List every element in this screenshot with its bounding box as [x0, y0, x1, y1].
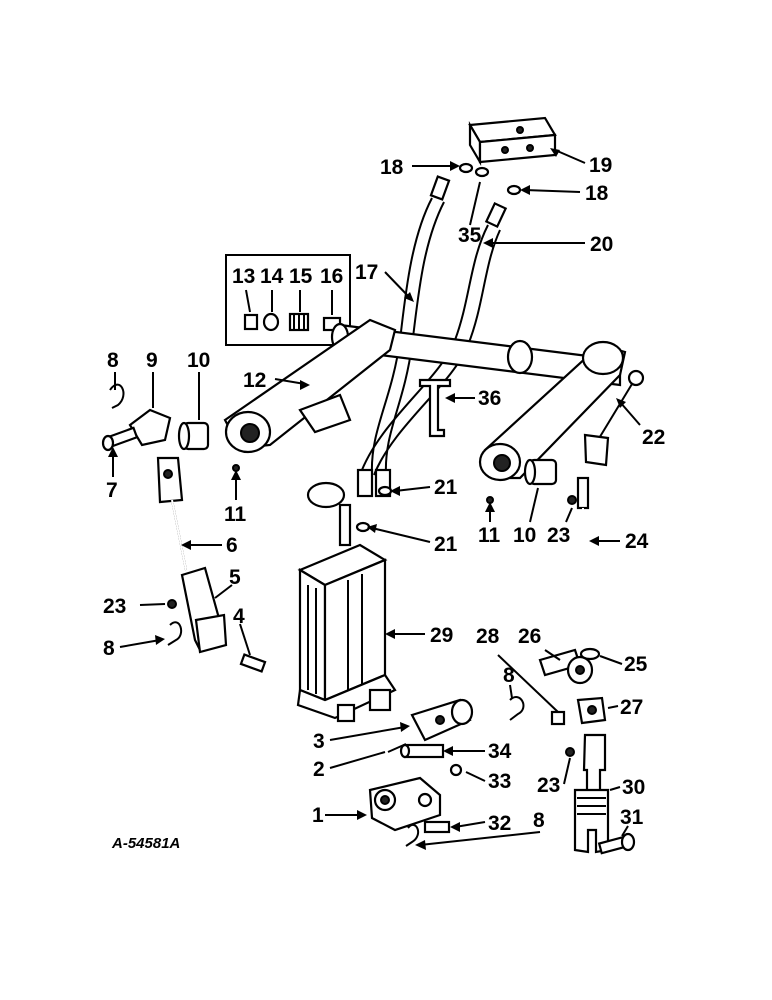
o-ring-18b	[506, 184, 522, 196]
cylinder-29	[296, 481, 397, 723]
clip-8d	[405, 823, 420, 847]
callout-13: 13	[232, 265, 255, 288]
callout-26: 26	[518, 625, 541, 648]
callout-labels: 18 19 18 35 20 17 13 14 15 16 8 9 10 12 …	[103, 154, 665, 835]
callout-31: 31	[620, 806, 644, 829]
rod-24	[576, 476, 590, 625]
pin-34	[399, 743, 445, 759]
clevis-3	[410, 698, 474, 742]
callout-34: 34	[488, 740, 512, 763]
valve-block	[468, 116, 557, 167]
callout-18a: 18	[380, 156, 404, 179]
callout-8d: 8	[533, 809, 545, 832]
callout-16: 16	[320, 265, 343, 288]
lift-arm-left	[223, 318, 397, 454]
callout-21b: 21	[434, 533, 458, 556]
callout-15: 15	[289, 265, 313, 288]
callout-7: 7	[106, 479, 118, 502]
fitting-23c	[565, 747, 575, 757]
callout-35: 35	[458, 224, 482, 247]
lever-22	[583, 369, 645, 467]
callout-30: 30	[622, 776, 645, 799]
fitting-23b	[167, 599, 177, 609]
hose-fitting-left	[356, 468, 374, 498]
trunnion-26	[538, 648, 594, 685]
callout-1: 1	[312, 804, 324, 827]
callout-10a: 10	[187, 349, 210, 372]
pin-7	[101, 426, 139, 452]
callout-9: 9	[146, 349, 158, 372]
callout-32: 32	[488, 812, 511, 835]
callout-23a: 23	[547, 524, 570, 547]
callout-6: 6	[226, 534, 238, 557]
yoke-5	[180, 566, 228, 654]
block-27	[576, 696, 607, 725]
lift-link-30	[573, 733, 610, 854]
callout-24: 24	[625, 530, 649, 553]
bracket-1	[368, 776, 442, 832]
leader-lines	[108, 148, 641, 850]
nut-28	[550, 710, 566, 726]
inset-frame	[225, 254, 351, 346]
callout-10b: 10	[513, 524, 536, 547]
o-ring-18a	[458, 162, 474, 174]
clip-8c	[509, 696, 525, 721]
callout-22: 22	[642, 426, 665, 449]
callout-18b: 18	[585, 182, 609, 205]
clip-8b	[167, 621, 183, 646]
bushing-10b	[523, 458, 558, 486]
callout-8a: 8	[107, 349, 119, 372]
callout-23c: 23	[537, 774, 560, 797]
washer-25	[579, 647, 601, 661]
figure-reference: A-54581A	[111, 835, 180, 852]
callout-11a: 11	[224, 503, 247, 526]
fitting-23a	[567, 495, 577, 505]
callout-21a: 21	[434, 476, 458, 499]
bolt-31	[597, 832, 636, 855]
bushing-10a	[177, 421, 210, 451]
callout-23b: 23	[103, 595, 126, 618]
callout-28: 28	[476, 625, 500, 648]
callout-25: 25	[624, 653, 648, 676]
callout-29: 29	[430, 624, 453, 647]
callout-8b: 8	[103, 637, 115, 660]
callout-33: 33	[488, 770, 511, 793]
callout-12: 12	[243, 369, 266, 392]
callout-17: 17	[355, 261, 378, 284]
washer-33	[449, 763, 463, 777]
callout-11b: 11	[478, 524, 501, 547]
callout-20: 20	[590, 233, 613, 256]
callout-8c: 8	[503, 664, 515, 687]
pin-32	[423, 820, 451, 834]
callout-27: 27	[620, 696, 643, 719]
callout-2: 2	[313, 758, 325, 781]
inset-parts	[243, 312, 342, 332]
washer-21a	[377, 485, 393, 497]
seal-35	[474, 166, 490, 178]
callout-4: 4	[233, 605, 245, 628]
bracket-9	[128, 408, 172, 447]
callout-14: 14	[260, 265, 284, 288]
lift-arm-right	[478, 340, 627, 482]
callout-19: 19	[589, 154, 612, 177]
callout-3: 3	[313, 730, 325, 753]
callout-36: 36	[478, 387, 501, 410]
adjusting-screw-6	[156, 456, 187, 571]
clip-8a	[109, 383, 125, 409]
bolt-4	[239, 653, 267, 673]
bracket-36	[418, 378, 452, 438]
callout-5: 5	[229, 566, 241, 589]
